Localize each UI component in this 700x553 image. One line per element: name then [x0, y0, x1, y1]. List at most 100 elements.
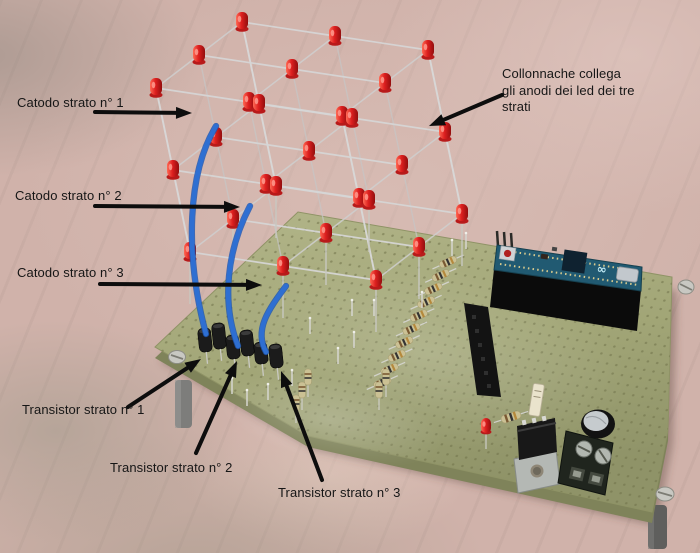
pin-tip — [336, 346, 340, 350]
annotation-arrows — [93, 93, 504, 482]
led-highlight — [244, 95, 249, 103]
pin-tip — [350, 298, 354, 302]
annotation-arrow-collonnache — [429, 93, 504, 126]
led-highlight — [237, 15, 242, 23]
power-section — [480, 383, 615, 496]
red-led — [370, 270, 382, 287]
standing-resistor — [304, 368, 312, 397]
red-led — [456, 204, 468, 221]
red-led — [320, 223, 332, 240]
led-highlight — [194, 48, 199, 56]
led-highlight — [364, 193, 369, 201]
electrolytic-capacitor — [581, 409, 615, 439]
led-highlight — [185, 245, 190, 253]
pin-tip — [266, 382, 270, 386]
red-led — [413, 237, 425, 254]
pin-tip — [245, 388, 249, 392]
pin-tip — [352, 330, 356, 334]
standing-resistor — [375, 381, 383, 410]
resistor — [395, 321, 428, 337]
header-sockets — [464, 269, 641, 397]
mcu-chip — [561, 249, 588, 274]
terminal-block — [557, 430, 614, 496]
red-led — [286, 59, 298, 76]
led-highlight — [287, 62, 292, 70]
red-led — [193, 45, 205, 62]
red-led — [303, 141, 315, 158]
blue-cathode-wires — [188, 122, 290, 356]
standing-resistor — [382, 368, 390, 397]
transistor — [268, 343, 284, 380]
micro-usb-port — [616, 266, 639, 283]
indicator-led — [480, 418, 492, 449]
resistor — [388, 334, 420, 350]
pin-tip — [290, 368, 294, 372]
red-led — [167, 160, 179, 177]
red-led — [270, 176, 282, 193]
led-highlight — [337, 109, 342, 117]
label-catodo-strato-2: Catodo strato n° 2 — [15, 188, 122, 203]
film-capacitor — [528, 383, 545, 417]
led-highlight — [151, 81, 156, 89]
resistor — [403, 308, 435, 324]
solder-pins — [230, 231, 468, 406]
label-collonnache: Collonnache collega gli anodi dei led de… — [502, 66, 635, 114]
led-highlight — [271, 179, 276, 187]
arduino-micro: ∞ — [493, 230, 643, 292]
red-led — [379, 73, 391, 90]
pin-tip — [464, 231, 468, 235]
led-highlight — [440, 125, 445, 133]
led-highlight — [304, 144, 309, 152]
transistor — [211, 322, 227, 361]
led-highlight — [261, 177, 266, 185]
pin-tip — [308, 316, 312, 320]
led-highlight — [397, 158, 402, 166]
label-transistor-strato-3: Transistor strato n° 3 — [278, 485, 401, 500]
led-highlight — [414, 240, 419, 248]
red-led — [253, 94, 265, 111]
led-highlight — [371, 273, 376, 281]
led-highlight — [321, 226, 326, 234]
led-highlight — [457, 207, 462, 215]
resistor — [424, 267, 457, 283]
led-highlight — [347, 111, 352, 119]
transistor — [239, 329, 255, 368]
pin-tip — [372, 298, 376, 302]
led-highlight — [168, 163, 173, 171]
led-highlight — [354, 191, 359, 199]
resistor — [381, 348, 413, 364]
red-led — [236, 12, 248, 29]
board-screws — [168, 279, 695, 502]
standing-resistor — [298, 381, 306, 410]
voltage-regulator — [513, 415, 561, 494]
red-led — [422, 40, 434, 57]
resistor — [493, 410, 529, 424]
red-led — [363, 190, 375, 207]
standing-resistors — [292, 368, 390, 423]
label-catodo-strato-1: Catodo strato n° 1 — [17, 95, 124, 110]
label-catodo-strato-3: Catodo strato n° 3 — [17, 265, 124, 280]
red-led — [346, 108, 358, 125]
resistor — [432, 254, 464, 270]
led-highlight — [330, 29, 335, 37]
red-led — [396, 155, 408, 172]
red-led — [329, 26, 341, 43]
resistor — [417, 281, 450, 297]
annotation-arrow-transistor-1 — [126, 359, 201, 409]
red-led — [150, 78, 162, 95]
annotation-arrow-catodo-1 — [93, 106, 192, 119]
annotation-arrow-transistor-2 — [194, 361, 237, 455]
annotation-arrow-catodo-3 — [98, 278, 262, 291]
red-led — [227, 209, 239, 226]
pin-tip — [420, 290, 424, 294]
led-cube — [149, 12, 469, 332]
led-highlight — [278, 259, 283, 267]
label-transistor-strato-2: Transistor strato n° 2 — [110, 460, 233, 475]
label-transistor-strato-1: Transistor strato n° 1 — [22, 402, 145, 417]
reset-button — [498, 245, 517, 262]
led-highlight — [228, 212, 233, 220]
red-led — [277, 256, 289, 273]
annotation-arrow-transistor-3 — [281, 371, 324, 482]
